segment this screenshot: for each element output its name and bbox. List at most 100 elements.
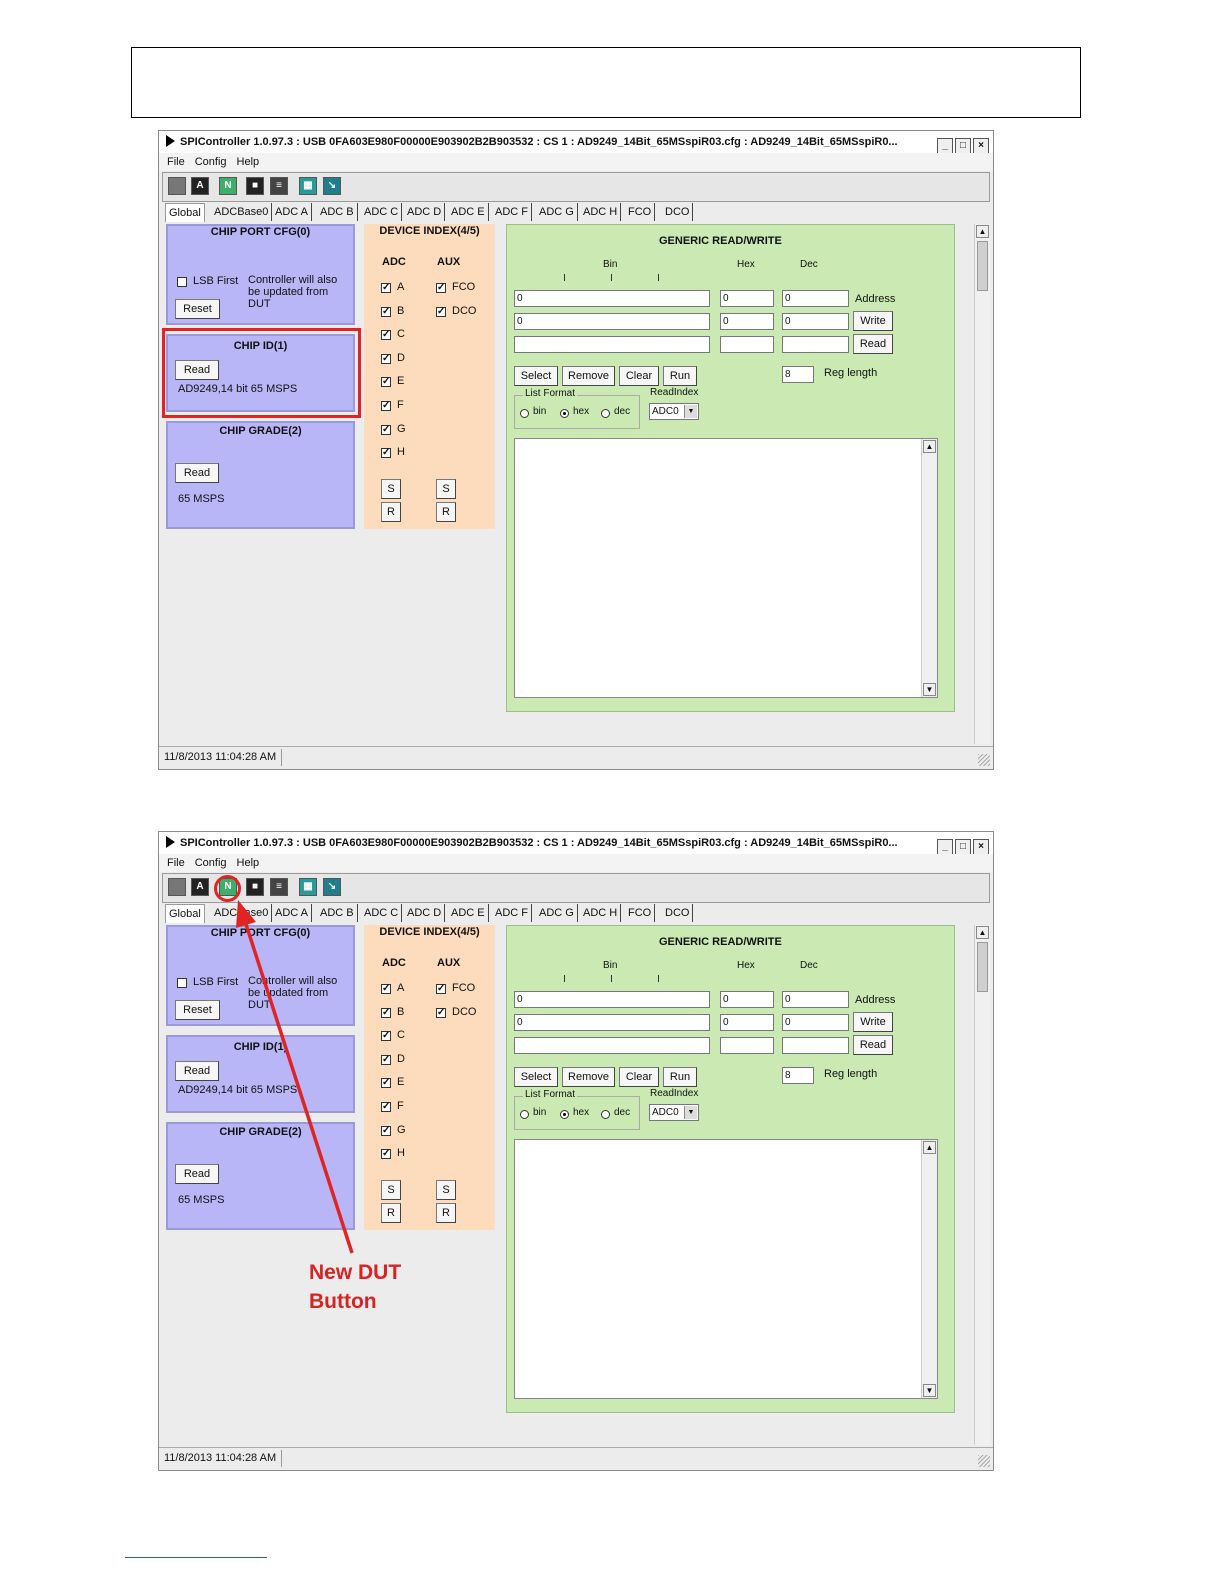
scroll-thumb[interactable]: [977, 241, 988, 291]
close-button[interactable]: ×: [973, 138, 989, 153]
fft-icon[interactable]: ▦: [299, 177, 317, 195]
adc-g-checkbox[interactable]: ✓: [381, 1124, 391, 1136]
select-button[interactable]: Select: [514, 366, 558, 386]
lsb-first-checkbox[interactable]: [177, 978, 187, 988]
tab-adc-g[interactable]: ADC G: [536, 203, 578, 221]
aux-reset-button[interactable]: R: [436, 1203, 456, 1223]
hex-input[interactable]: 0: [720, 313, 774, 330]
remove-button[interactable]: Remove: [562, 1067, 615, 1087]
register-map-icon[interactable]: ≡: [270, 878, 288, 896]
new-dut-icon[interactable]: N: [219, 177, 237, 195]
dec-input[interactable]: 0: [782, 290, 849, 307]
tab-adc-g[interactable]: ADC G: [536, 904, 578, 922]
adc-a-checkbox[interactable]: ✓: [381, 983, 391, 994]
reset-button[interactable]: Reset: [175, 1000, 220, 1020]
scroll-up-icon[interactable]: ▲: [976, 225, 989, 238]
fft-icon[interactable]: ▦: [299, 878, 317, 896]
tab-adc-h[interactable]: ADC H: [580, 904, 622, 922]
waveform-icon[interactable]: ↘: [323, 878, 341, 896]
window-scrollbar[interactable]: ▲: [974, 925, 990, 1445]
stop-icon[interactable]: [168, 878, 186, 896]
format-dec-radio[interactable]: [601, 409, 610, 418]
dco-checkbox[interactable]: ✓: [436, 305, 446, 317]
dec-input[interactable]: 0: [782, 1014, 849, 1031]
scroll-down-icon[interactable]: ▼: [923, 683, 936, 696]
tab-adc-f[interactable]: ADC F: [492, 904, 532, 922]
bin-input[interactable]: 0: [514, 290, 710, 307]
bin-input[interactable]: 0: [514, 313, 710, 330]
hex-input[interactable]: 0: [720, 991, 774, 1008]
adc-d-checkbox[interactable]: ✓: [381, 1053, 391, 1065]
menu-config[interactable]: Config: [194, 156, 227, 168]
tab-adc-e[interactable]: ADC E: [448, 203, 489, 221]
adc-b-checkbox[interactable]: ✓: [381, 305, 391, 317]
menu-config[interactable]: Config: [194, 857, 227, 869]
adc-e-checkbox[interactable]: ✓: [381, 1077, 391, 1089]
tab-global[interactable]: Global: [165, 904, 205, 923]
minimize-button[interactable]: _: [937, 839, 953, 854]
adc-a-checkbox[interactable]: ✓: [381, 282, 391, 293]
waveform-icon[interactable]: ↘: [323, 177, 341, 195]
hex-input[interactable]: [720, 1037, 774, 1054]
dec-input[interactable]: 0: [782, 991, 849, 1008]
dco-checkbox[interactable]: ✓: [436, 1006, 446, 1018]
adc-set-button[interactable]: S: [381, 1180, 401, 1200]
lsb-first-checkbox[interactable]: [177, 277, 187, 287]
tab-dco[interactable]: DCO: [662, 904, 694, 922]
adc-c-checkbox[interactable]: ✓: [381, 1030, 391, 1042]
adc-reset-button[interactable]: R: [381, 1203, 401, 1223]
bin-input[interactable]: [514, 1037, 710, 1054]
chip-id-read-button[interactable]: Read: [175, 360, 219, 380]
tab-fco[interactable]: FCO: [625, 203, 656, 221]
tab-adc-b[interactable]: ADC B: [317, 203, 358, 221]
register-list-area[interactable]: ▲▼: [514, 438, 938, 698]
adc-d-checkbox[interactable]: ✓: [381, 352, 391, 364]
tab-adc-a[interactable]: ADC A: [272, 203, 313, 221]
chip-icon[interactable]: A: [191, 878, 209, 896]
hex-input[interactable]: 0: [720, 1014, 774, 1031]
adc-f-checkbox[interactable]: ✓: [381, 400, 391, 411]
tab-adcbase0[interactable]: ADCBase0: [211, 203, 273, 221]
window-scrollbar[interactable]: ▲: [974, 224, 990, 744]
scroll-thumb[interactable]: [977, 942, 988, 992]
tab-adc-d[interactable]: ADC D: [404, 203, 446, 221]
scroll-up-icon[interactable]: ▲: [923, 1141, 936, 1154]
menu-file[interactable]: File: [167, 857, 185, 869]
register-list-area[interactable]: ▲▼: [514, 1139, 938, 1399]
register-list-scrollbar[interactable]: ▲▼: [921, 439, 937, 697]
format-bin-radio[interactable]: [520, 1110, 529, 1119]
run-button[interactable]: Run: [663, 1067, 697, 1087]
menu-file[interactable]: File: [167, 156, 185, 168]
aux-set-button[interactable]: S: [436, 1180, 456, 1200]
adc-set-button[interactable]: S: [381, 479, 401, 499]
clear-button[interactable]: Clear: [619, 1067, 659, 1087]
hex-input[interactable]: [720, 336, 774, 353]
bin-input[interactable]: 0: [514, 991, 710, 1008]
minimize-button[interactable]: _: [937, 138, 953, 153]
dec-input[interactable]: [782, 1037, 849, 1054]
write-button[interactable]: Write: [853, 311, 893, 331]
register-map-icon[interactable]: ≡: [270, 177, 288, 195]
tab-dco[interactable]: DCO: [662, 203, 694, 221]
format-dec-radio[interactable]: [601, 1110, 610, 1119]
reset-button[interactable]: Reset: [175, 299, 220, 319]
adc-c-checkbox[interactable]: ✓: [381, 329, 391, 341]
read-button[interactable]: Read: [853, 1035, 893, 1055]
format-bin-radio[interactable]: [520, 409, 529, 418]
tab-adc-e[interactable]: ADC E: [448, 904, 489, 922]
chip-icon[interactable]: A: [191, 177, 209, 195]
aux-reset-button[interactable]: R: [436, 502, 456, 522]
fco-checkbox[interactable]: ✓: [436, 983, 446, 994]
tab-adc-h[interactable]: ADC H: [580, 203, 622, 221]
reg-length-input[interactable]: 8: [782, 1067, 814, 1084]
adc-e-checkbox[interactable]: ✓: [381, 376, 391, 388]
menu-help[interactable]: Help: [236, 156, 260, 168]
run-button[interactable]: Run: [663, 366, 697, 386]
read-button[interactable]: Read: [853, 334, 893, 354]
close-button[interactable]: ×: [973, 839, 989, 854]
tab-adc-c[interactable]: ADC C: [361, 904, 403, 922]
adc-h-checkbox[interactable]: ✓: [381, 1148, 391, 1160]
bin-input[interactable]: [514, 336, 710, 353]
scroll-up-icon[interactable]: ▲: [923, 440, 936, 453]
adc-f-checkbox[interactable]: ✓: [381, 1101, 391, 1112]
